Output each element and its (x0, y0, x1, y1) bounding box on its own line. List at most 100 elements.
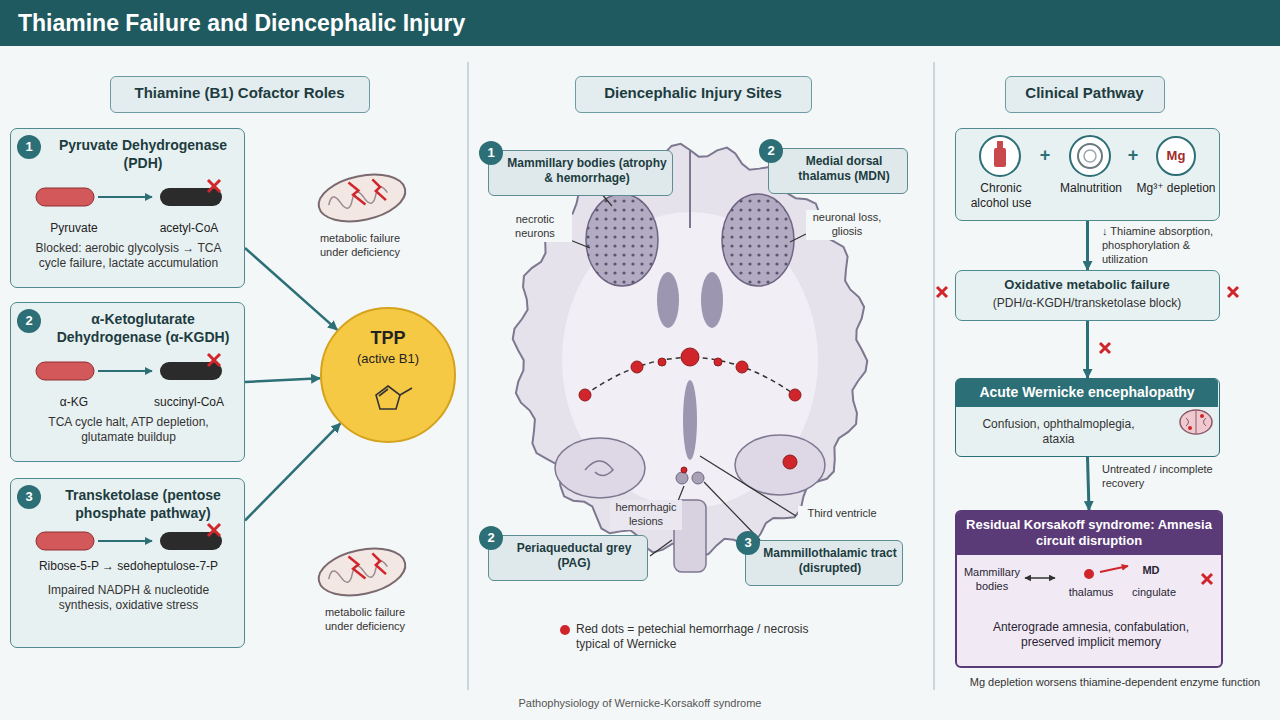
block-mark (1202, 574, 1212, 584)
header-band (0, 0, 1280, 46)
flow-arrow (245, 423, 340, 520)
hemorrhage-dot (736, 361, 748, 373)
circuit-label: MD (1135, 564, 1167, 578)
brain-section (676, 472, 688, 484)
annotation: metabolic failure under deficiency (305, 232, 415, 260)
circuit-label: thalamus (1061, 586, 1121, 600)
mitochondrion (314, 541, 409, 602)
edge-label: ↓ Thiamine absorption, phosphorylation &… (1100, 224, 1225, 267)
leader-line (650, 540, 672, 556)
brain-icon (1186, 411, 1206, 433)
mitochondrion (348, 554, 365, 581)
reaction-icon (36, 188, 94, 206)
brain-icon (1200, 414, 1204, 418)
injury-site-box: 3Mammillothalamic tract (disrupted) (745, 540, 903, 586)
annotation: necrotic neurons (498, 212, 572, 242)
flow-arrow (1086, 221, 1089, 270)
injury-site-box: 1Mammillary bodies (atrophy & hemorrhage… (488, 150, 673, 196)
hemorrhage-dot (789, 389, 801, 401)
cofactor-circle: TPP(active B1) (320, 307, 456, 443)
box-description: Confusion, ophthalmoplegia, ataxia (966, 417, 1151, 447)
annotation: Third ventricle (798, 506, 886, 522)
reaction-icon (98, 196, 152, 198)
site-name: Mammillary bodies (atrophy & hemorrhage) (507, 156, 667, 186)
annotation: hemorrhagic lesions (610, 500, 682, 530)
heading-text: Diencephalic Injury Sites (576, 84, 810, 103)
cofactor-note: (active B1) (322, 351, 454, 367)
leader-line (570, 240, 590, 248)
brain-icon (1180, 410, 1212, 434)
box-description: Blocked: aerobic glycolysis → TCA cycle … (21, 241, 236, 271)
flow-arrow (245, 378, 320, 382)
site-name: Periaqueductal grey (PAG) (505, 541, 643, 571)
risk-icon (1084, 150, 1096, 162)
tpp-structure (376, 386, 400, 409)
reaction-icon (160, 532, 222, 550)
hemorrhage-dot (681, 467, 687, 473)
flow-arrow (1088, 457, 1090, 510)
block-mark (937, 287, 1238, 584)
callout-number: 1 (479, 141, 503, 165)
risk-icon (980, 136, 1020, 176)
mineral-icon: Mg (1156, 136, 1196, 176)
header-band (0, 0, 1280, 46)
callout-number: 2 (479, 526, 503, 550)
annotation: metabolic failure under deficiency (310, 606, 420, 634)
disease-box: Acute Wernicke encephalopathyConfusion, … (955, 378, 1220, 457)
box-header: Acute Wernicke encephalopathy (956, 379, 1218, 407)
annotation: neuronal loss, gliosis (806, 210, 888, 240)
injury-site-box: 2Medial dorsal thalamus (MDN) (768, 148, 908, 194)
tpp-structure (379, 389, 388, 396)
leader-line (570, 192, 806, 556)
box-description: Anterograde amnesia, confabulation, pres… (965, 620, 1217, 650)
edge-label: Untreated / incomplete recovery (1100, 462, 1220, 492)
brain-section (586, 194, 658, 286)
enzyme-box: 2α-Ketoglutarate Dehydrogenase (α-KGDH) α… (10, 302, 245, 462)
mitochondrion (348, 180, 365, 207)
process-box: Oxidative metabolic failure(PDH/α-KGDH/t… (955, 270, 1220, 321)
brain-section (783, 455, 797, 469)
circuit-label: Mammillary bodies (961, 566, 1023, 594)
brain-section (585, 461, 613, 476)
reaction-icon (208, 524, 220, 536)
site-name: Mammillothalamic tract (disrupted) (762, 546, 898, 576)
site-name: Medial dorsal thalamus (MDN) (785, 154, 903, 184)
callout-number: 1 (17, 135, 41, 159)
tpp-structure (376, 386, 412, 409)
section-heading: Clinical Pathway (1005, 76, 1165, 113)
brain-section (722, 194, 794, 286)
reaction-icon (98, 370, 152, 372)
reaction-icon (160, 188, 222, 206)
box-title: α-Ketoglutarate Dehydrogenase (α-KGDH) (45, 311, 241, 346)
leader-line (790, 234, 806, 242)
flow-arrow (245, 248, 337, 330)
reaction-icon (36, 532, 94, 550)
brain-section (722, 194, 794, 286)
block-mark (1100, 343, 1110, 353)
callout-number: 3 (736, 531, 760, 555)
injury-site-box: 2Periaqueductal grey (PAG) (488, 535, 648, 581)
callout-number: 2 (759, 139, 783, 163)
panel-divider (468, 62, 934, 690)
callout-number: 2 (17, 309, 41, 333)
brain-section (586, 194, 658, 286)
box-description: TCA cycle halt, ATP depletion, glutamate… (21, 415, 236, 445)
block-mark (937, 287, 947, 297)
reaction-icon (208, 180, 220, 192)
footnote: Mg depletion worsens thiamine-dependent … (955, 676, 1275, 690)
box-label: succinyl-CoA (139, 395, 239, 410)
icon-label: Mg (1158, 148, 1194, 164)
reaction-icon (98, 540, 152, 542)
tpp-structure (400, 388, 412, 395)
mitochondrion (372, 552, 386, 576)
box-label: Chronic alcohol use (961, 181, 1041, 211)
flow-arrow (1086, 321, 1089, 378)
brain-section (692, 472, 704, 484)
box-title: Oxidative metabolic failure (956, 277, 1218, 293)
box-label: α-KG (29, 395, 119, 410)
circuit-label: cingulate (1123, 586, 1185, 600)
caption: Pathophysiology of Wernicke-Korsakoff sy… (0, 697, 1280, 711)
brain-icon (1180, 410, 1212, 434)
circuit-arrow (1025, 577, 1055, 579)
plus-sign: + (1126, 144, 1140, 167)
